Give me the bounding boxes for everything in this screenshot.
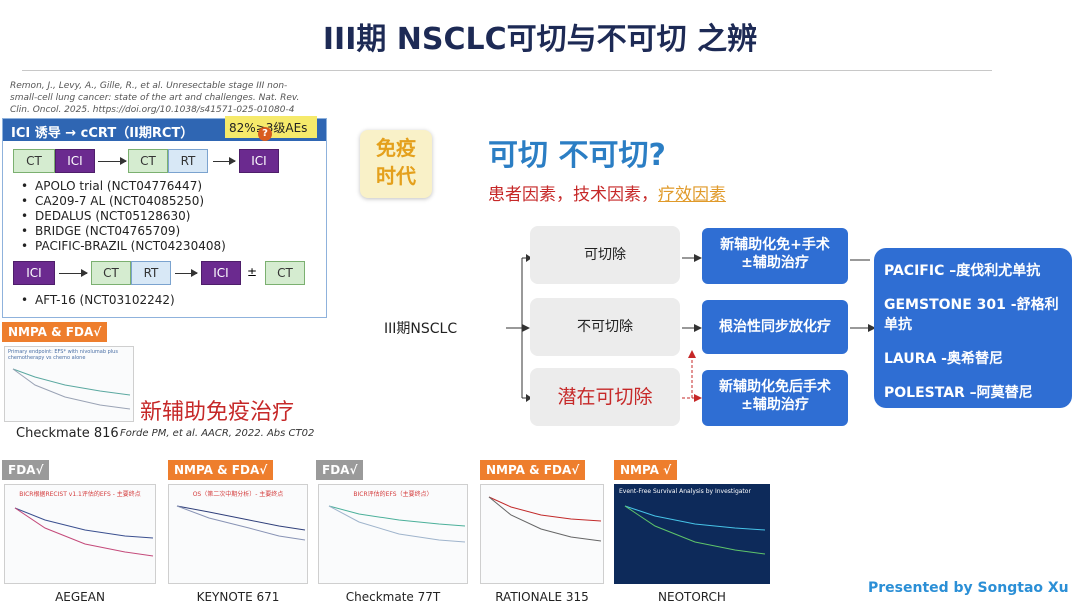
root-node: III期NSCLC	[384, 318, 457, 338]
approval-badge: NMPA √	[614, 460, 677, 480]
neotorch-chart: Event-Free Survival Analysis by Investig…	[614, 484, 770, 584]
ct-box: CT	[91, 261, 131, 285]
list-item: POLESTAR –阿莫替尼	[884, 382, 1062, 402]
rt-box: RT	[131, 261, 171, 285]
list-item: LAURA -奥希替尼	[884, 348, 1062, 368]
arrow	[213, 161, 235, 162]
approval-badge: FDA√	[2, 460, 49, 480]
neoadjuvant-heading: 新辅助免疫治疗	[140, 394, 294, 426]
checkmate816-chart: Primary endpoint: EFS* with nivolumab pl…	[4, 346, 134, 422]
trial-label: NEOTORCH	[614, 590, 770, 604]
induction-panel: ICI 诱导 → cCRT（II期RCT） CT ICI CT RT ICI •…	[2, 118, 327, 318]
ct-box: CT	[128, 149, 168, 173]
trial-label: Checkmate 77T	[318, 590, 468, 604]
km-curve	[169, 498, 308, 578]
trial-label: RATIONALE 315	[480, 590, 604, 604]
rt-box: RT	[168, 149, 208, 173]
factors-line: 患者因素，技术因素，疗效因素	[488, 180, 726, 205]
consolidation-box: PACIFIC –度伐利尤单抗 GEMSTONE 301 -舒格利单抗 LAUR…	[874, 248, 1072, 408]
approval-badge: NMPA & FDA√	[168, 460, 273, 480]
citation: Remon, J., Levy, A., Gille, R., et al. U…	[10, 80, 310, 116]
ici-box: ICI	[13, 261, 55, 285]
branch-resectable: 可切除	[530, 226, 680, 284]
presenter-credit: Presented by Songtao Xu	[868, 580, 1069, 596]
list-item: •BRIDGE (NCT04765709)	[21, 224, 226, 239]
plus-minus: ±	[247, 265, 257, 279]
resectable-question: 可切 不可切?	[488, 130, 666, 174]
question-icon: ?	[258, 127, 272, 141]
approval-badge: FDA√	[316, 460, 363, 480]
list-item: •AFT-16 (NCT03102242)	[21, 293, 175, 307]
branch-potentially-resectable: 潜在可切除	[530, 368, 680, 426]
aegean-chart: BICR根据RECIST v1.1评估的EFS - 主要终点	[4, 484, 156, 584]
km-curve	[615, 498, 770, 582]
list-item: GEMSTONE 301 -舒格利单抗	[884, 294, 1062, 334]
list-item: •CA209-7 AL (NCT04085250)	[21, 194, 226, 209]
arrow	[175, 273, 197, 274]
list-item: PACIFIC –度伐利尤单抗	[884, 260, 1062, 280]
arrow	[59, 273, 87, 274]
trial-name: Checkmate 816	[16, 426, 119, 441]
checkmate77t-chart: BICR评估的EFS（主要终点）	[318, 484, 468, 584]
treatment-potentially-resectable: 新辅助化免后手术±辅助治疗	[702, 370, 848, 426]
branch-unresectable: 不可切除	[530, 298, 680, 356]
approval-badge: NMPA & FDA√	[2, 322, 107, 342]
slide-title: III期 NSCLC可切与不可切 之辨	[0, 14, 1080, 58]
km-curve	[5, 363, 134, 422]
list-item: •DEDALUS (NCT05128630)	[21, 209, 226, 224]
ici-box: ICI	[201, 261, 241, 285]
arrow	[98, 161, 126, 162]
title-divider	[22, 70, 992, 71]
ct-box: CT	[13, 149, 55, 173]
treatment-resectable: 新辅助化免+手术±辅助治疗	[702, 228, 848, 284]
km-curve	[5, 498, 156, 578]
trial-list: •APOLO trial (NCT04776447) •CA209-7 AL (…	[21, 179, 226, 254]
keynote671-chart: OS（第二次中期分析）- 主要终点	[168, 484, 308, 584]
km-curve	[481, 485, 604, 581]
trial-label: AEGEAN	[4, 590, 156, 604]
approval-badge: NMPA & FDA√	[480, 460, 585, 480]
trial-reference: Forde PM, et al. AACR, 2022. Abs CT02	[120, 428, 314, 439]
immune-era-box: 免疫时代	[360, 130, 432, 198]
list-item: •APOLO trial (NCT04776447)	[21, 179, 226, 194]
list-item: •PACIFIC-BRAZIL (NCT04230408)	[21, 239, 226, 254]
treatment-unresectable: 根治性同步放化疗	[702, 300, 848, 354]
rationale315-chart	[480, 484, 604, 584]
ici-box: ICI	[239, 149, 279, 173]
ici-box: ICI	[55, 149, 95, 173]
trial-label: KEYNOTE 671	[168, 590, 308, 604]
ct-box: CT	[265, 261, 305, 285]
km-curve	[319, 498, 468, 578]
